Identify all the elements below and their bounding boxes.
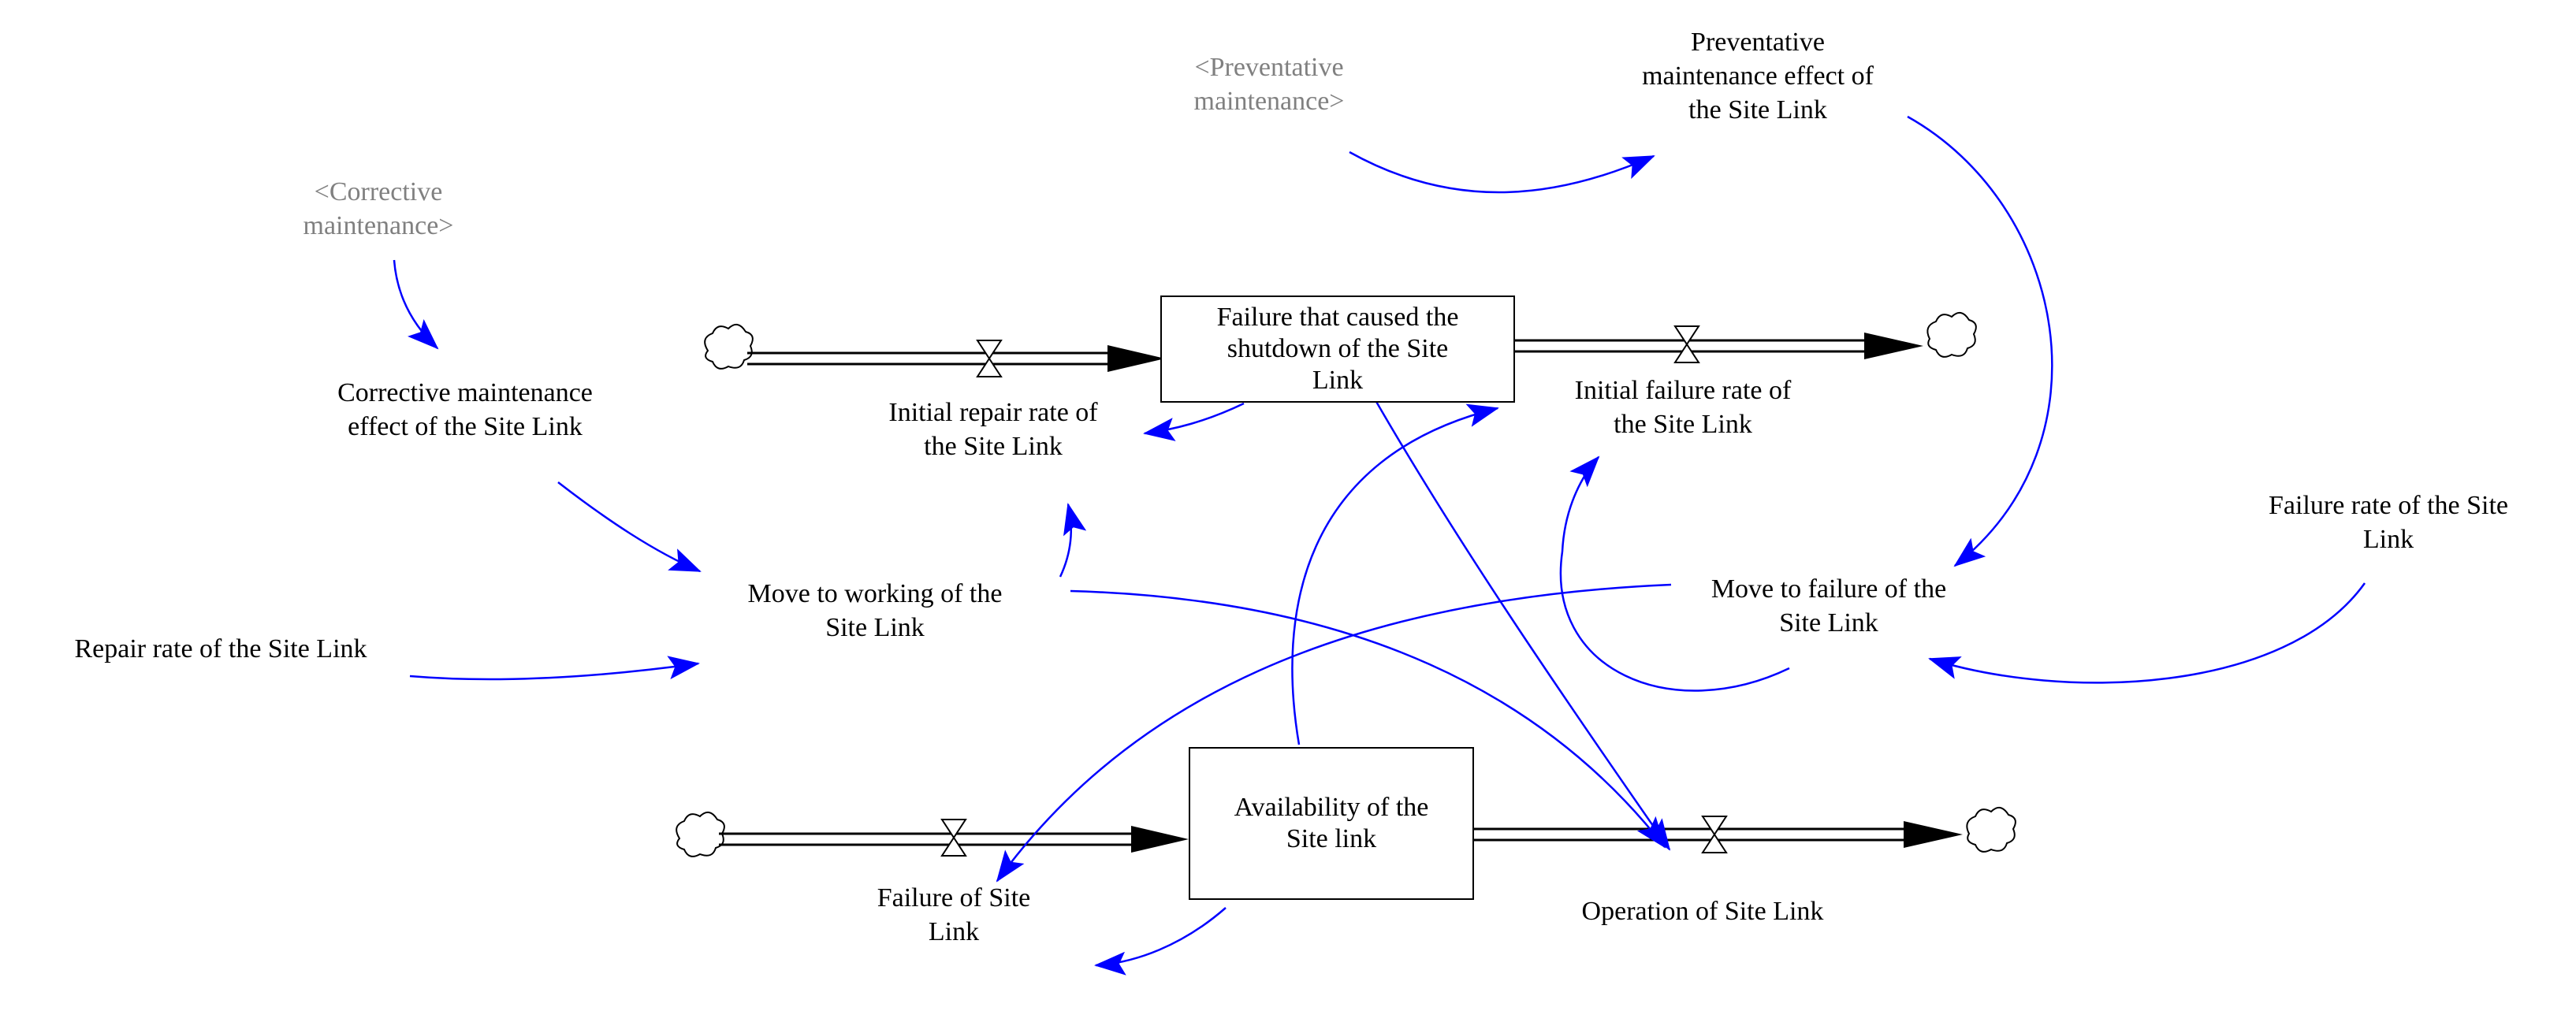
shadow-var-corrective-maintenance[interactable]: <Corrective maintenance> [303,177,454,240]
stock-label-line: shutdown of the Site [1227,334,1449,363]
stock-availability[interactable]: Availability of the Site link [1189,747,1474,900]
var-corrective-maintenance-effect[interactable]: Corrective maintenance effect of the Sit… [337,378,593,441]
stock-label-line: Availability of the [1234,793,1429,822]
var-failure-rate[interactable]: Failure rate of the Site Link [2268,491,2508,554]
link-failure-stock-to-operation [1374,400,1671,851]
var-repair-rate[interactable]: Repair rate of the Site Link [74,634,367,663]
link-preventative-to-effect [1349,151,1655,194]
link-move-failure-to-initial-failure [1559,455,1790,692]
flow-label-operation-of-site-link[interactable]: Operation of Site Link [1581,897,1824,926]
cloud-icon [676,811,725,857]
link-move-working-to-initial-repair [1059,503,1087,578]
cloud-icon [1966,806,2016,853]
link-failure-stock-to-initial-repair [1143,402,1245,441]
flow-label-initial-repair-rate[interactable]: Initial repair rate of the Site Link [888,398,1098,461]
valve-icon [1673,325,1700,363]
flow-pipe-operation [1474,806,2016,853]
link-preventative-effect-to-move-failure [1907,115,2053,567]
link-failure-rate-to-move-failure [1928,582,2366,684]
stock-failure-shutdown[interactable]: Failure that caused the shutdown of the … [1160,295,1515,403]
stock-label-line: Site link [1286,824,1377,853]
valve-icon [976,340,1003,377]
cloud-icon [704,323,754,370]
link-repair-rate-to-move-working [409,656,700,681]
link-availability-to-failure-of-site [1094,907,1227,976]
stock-label-line: Failure that caused the [1216,303,1459,332]
valve-icon [940,819,967,857]
flow-label-initial-failure-rate[interactable]: Initial failure rate of the Site Link [1574,376,1792,439]
var-move-to-working[interactable]: Move to working of the Site Link [747,579,1003,642]
link-corrective-to-effect [393,259,439,350]
shadow-var-preventative-maintenance[interactable]: <Preventative maintenance> [1193,53,1345,116]
link-move-working-to-operation [1070,589,1666,849]
link-availability-to-initial-failure [1291,403,1499,745]
flow-pipe-initial-repair [704,323,1165,377]
var-preventative-maintenance-effect[interactable]: Preventative maintenance effect of the S… [1642,28,1874,125]
link-move-failure-to-failure-of-site [996,583,1672,883]
stock-label-line: Link [1312,366,1364,395]
flow-pipe-failure-of-site [676,811,1189,857]
link-corrective-effect-to-move-working [557,481,702,573]
valve-icon [1701,816,1728,853]
var-move-to-failure[interactable]: Move to failure of the Site Link [1711,574,1947,637]
flow-pipe-initial-failure [1513,311,1977,363]
flow-label-failure-of-site-link[interactable]: Failure of Site Link [877,883,1031,946]
cloud-icon [1926,311,1977,358]
